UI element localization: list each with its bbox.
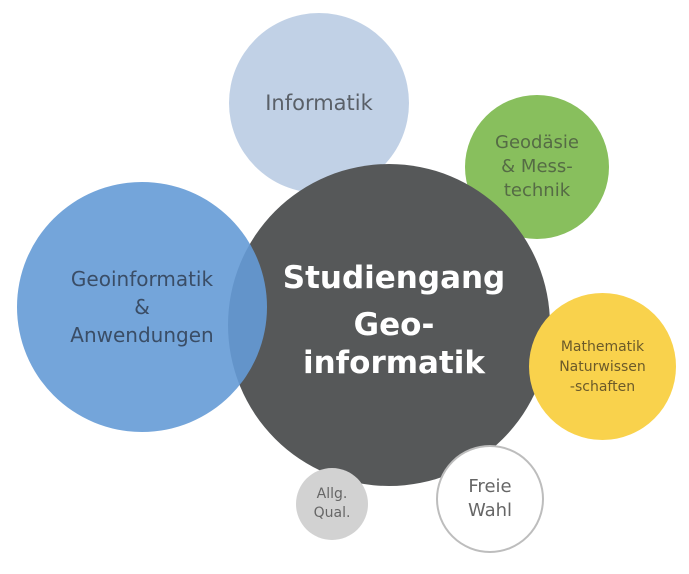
center-title-line1: Studiengang [282,260,506,296]
center-title-line2b: informatik [302,345,486,381]
geodaesie-label-line3: technik [503,180,571,201]
freie-wahl-circle: Freie Wahl [436,445,544,553]
geoinformatik-label-line3: Anwendungen [70,323,214,347]
center-circle: Studiengang Geo- informatik [228,164,550,486]
geodaesie-circle: Geodäsie & Mess- technik [465,95,609,239]
informatik-label: Informatik [265,91,373,115]
allg-qual-label-line1: Allg. [316,486,348,502]
freie-wahl-label-line2: Wahl [467,500,513,521]
geodaesie-label-line2: & Mess- [501,156,573,177]
geodaesie-label-line1: Geodäsie [495,132,579,153]
allg-qual-circle: Allg. Qual. [296,468,368,540]
mathematik-label-line2: Naturwissen [559,358,646,375]
geoinformatik-anwendungen-circle: Geoinformatik & Anwendungen [17,182,267,432]
mathematik-label-line1: Mathematik [560,338,645,355]
mathematik-circle: Mathematik Naturwissen -schaften [529,293,676,440]
freie-wahl-label-line1: Freie [468,476,512,497]
informatik-circle: Informatik [229,13,409,193]
allg-qual-label-line2: Qual. [313,505,351,521]
mathematik-label-line3: -schaften [569,378,636,395]
center-title-line2a: Geo- [353,307,435,343]
geoinformatik-label-line1: Geoinformatik [70,267,214,291]
geoinformatik-label-line2: & [134,295,150,319]
